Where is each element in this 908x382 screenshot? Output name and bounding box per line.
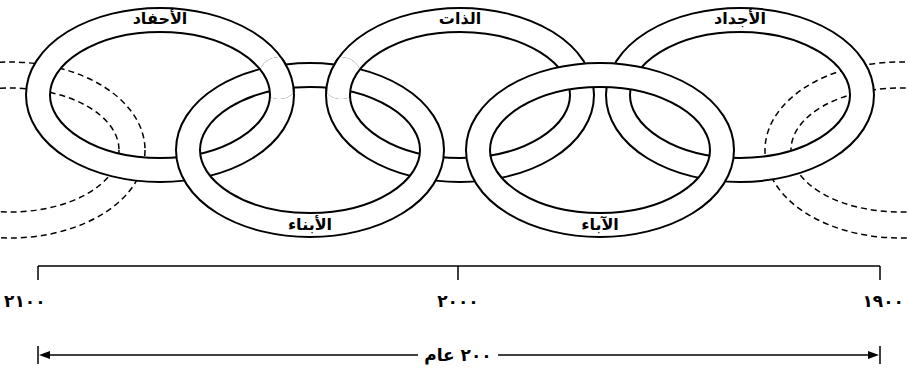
ring-outline — [600, 0, 880, 190]
timeline-tick — [879, 266, 881, 280]
ring-label: الأبناء — [170, 55, 450, 235]
year-label: ٢١٠٠ — [4, 290, 46, 312]
span-tick — [879, 346, 881, 364]
year-label: ٢٠٠٠ — [437, 290, 479, 312]
timeline-tick — [37, 266, 39, 280]
arrow-head — [868, 351, 879, 359]
year-label: ١٩٠٠ — [862, 290, 904, 312]
ring-label: الأحفاد — [20, 0, 300, 29]
span-tick — [37, 346, 39, 364]
chain-ring: الأبناء — [170, 55, 450, 245]
timeline — [38, 265, 880, 267]
ring-label: الذات — [320, 0, 600, 29]
ring-label: الأجداد — [600, 0, 880, 29]
arrow-head — [39, 351, 50, 359]
timeline-tick — [457, 266, 459, 280]
chain-ring: الآباء — [460, 55, 740, 245]
ring-label: الآباء — [460, 55, 740, 235]
span-label: ٢٠٠ عام — [418, 344, 498, 366]
chain-ring: الأجداد — [600, 0, 880, 190]
